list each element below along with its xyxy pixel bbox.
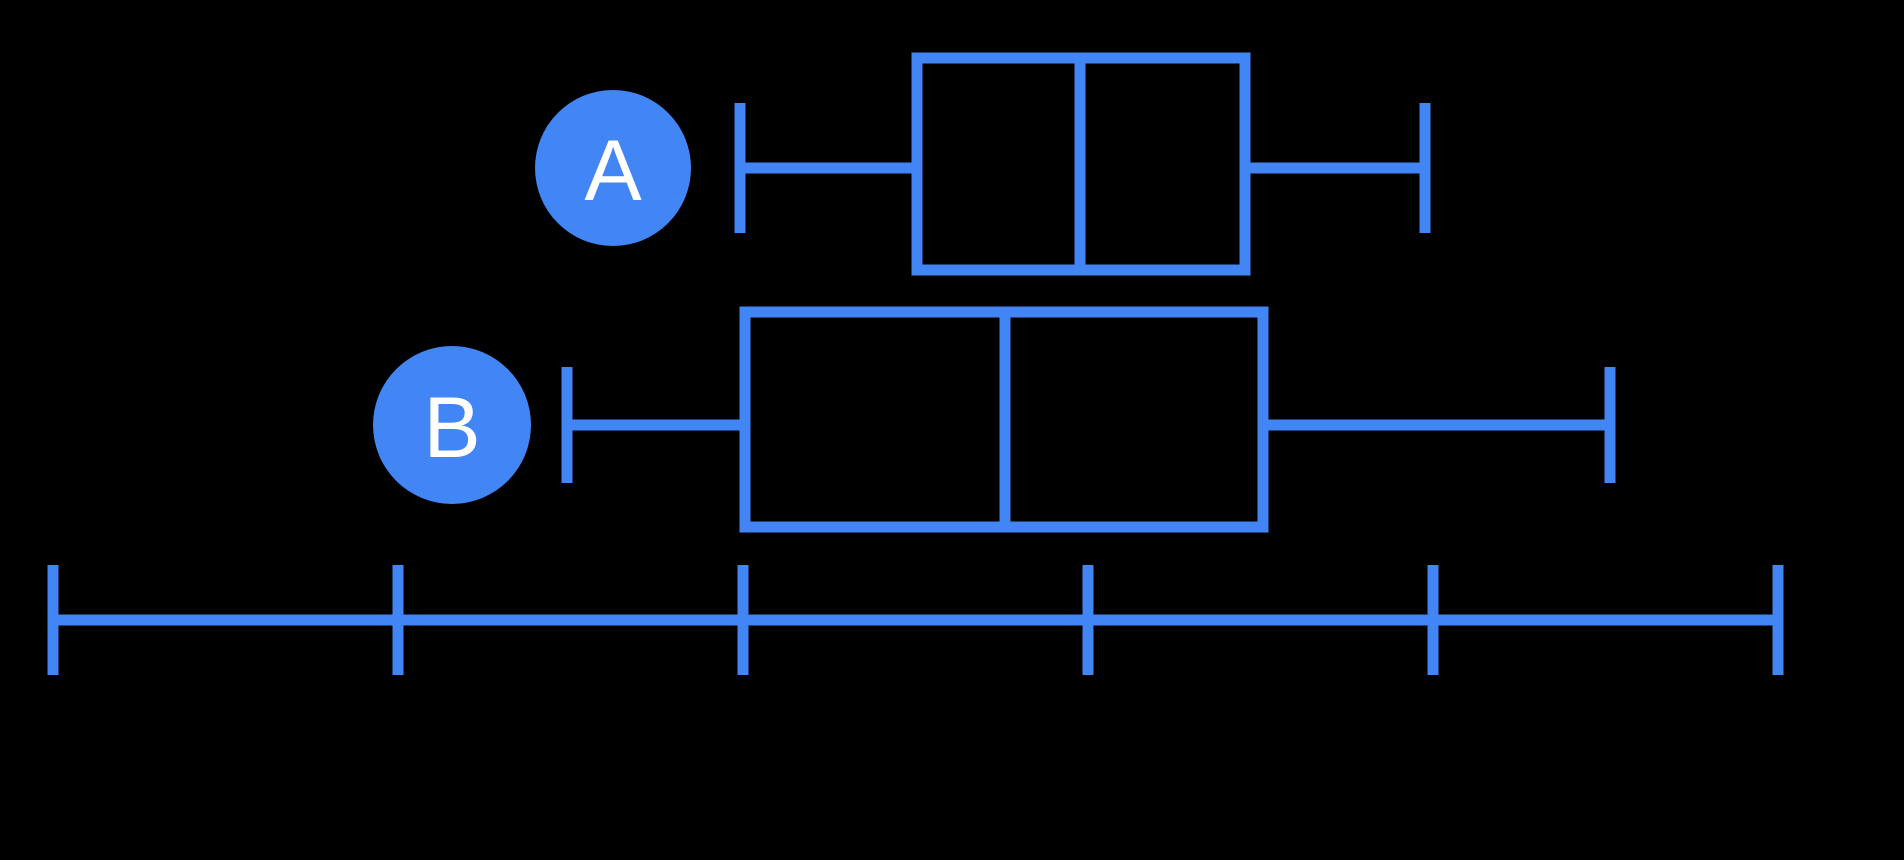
x-axis bbox=[47, 565, 1784, 675]
boxplot-series-a[interactable] bbox=[734, 52, 1431, 276]
group-badge-b[interactable]: B bbox=[373, 346, 531, 504]
boxplot-series-b[interactable] bbox=[561, 306, 1616, 533]
badge-label-b: B bbox=[423, 380, 480, 476]
badge-circle-b[interactable] bbox=[373, 346, 531, 504]
group-badge-a[interactable]: A bbox=[535, 90, 691, 246]
badge-circle-a[interactable] bbox=[535, 90, 691, 246]
axis-tick-group bbox=[47, 565, 1784, 675]
badge-label-a: A bbox=[584, 123, 642, 219]
